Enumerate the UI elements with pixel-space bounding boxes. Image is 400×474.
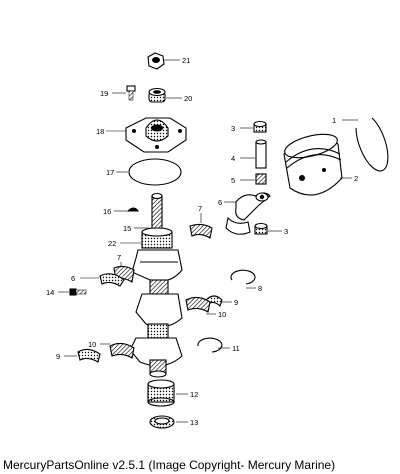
callout-22[interactable]: 22 [108, 239, 116, 248]
crankshaft-part[interactable] [129, 192, 183, 378]
rod-bolt-part[interactable] [69, 288, 87, 296]
callout-12[interactable]: 12 [190, 390, 198, 399]
pin-needle-bearing-part[interactable] [255, 173, 267, 185]
callout-19[interactable]: 19 [100, 89, 108, 98]
crank-nut-part[interactable] [147, 52, 165, 70]
lower-retaining-ring-part[interactable] [197, 337, 223, 353]
callout-5[interactable]: 5 [231, 176, 235, 185]
callout-17[interactable]: 17 [106, 168, 114, 177]
callout-7b[interactable]: 7 [117, 253, 121, 262]
connecting-rod-part[interactable] [225, 192, 271, 235]
rod-cap-part[interactable] [99, 273, 125, 287]
callout-8[interactable]: 8 [258, 284, 262, 293]
callout-2[interactable]: 2 [354, 174, 358, 183]
bearing-race-left-part[interactable] [77, 348, 101, 363]
callout-13[interactable]: 13 [190, 418, 198, 427]
callout-20[interactable]: 20 [184, 94, 192, 103]
lower-seal-part[interactable] [149, 415, 175, 429]
callout-21[interactable]: 21 [182, 56, 190, 65]
callout-7a[interactable]: 7 [198, 204, 202, 213]
rod-needle-bearing-part[interactable] [189, 223, 213, 239]
callout-1[interactable]: 1 [332, 116, 336, 125]
rod-washer-part[interactable] [254, 222, 268, 235]
callout-6a[interactable]: 6 [218, 198, 222, 207]
callout-14[interactable]: 14 [46, 288, 54, 297]
oil-seal-part[interactable] [148, 87, 166, 103]
lower-bearing-part[interactable] [147, 379, 175, 407]
piston-pin-part[interactable] [255, 139, 267, 169]
screw-part[interactable] [126, 85, 136, 101]
callout-6b[interactable]: 6 [71, 274, 75, 283]
callout-16[interactable]: 16 [103, 207, 111, 216]
callout-9a[interactable]: 9 [234, 298, 238, 307]
woodruff-key-part[interactable] [126, 207, 140, 212]
callout-3a[interactable]: 3 [231, 124, 235, 133]
thrust-washer-part[interactable] [253, 120, 267, 133]
callout-4[interactable]: 4 [231, 154, 235, 163]
bearing-housing-part[interactable] [125, 117, 187, 153]
piston-part[interactable] [282, 130, 343, 196]
exploded-parts-diagram: 21 19 20 18 17 16 [46, 52, 389, 429]
callout-9b[interactable]: 9 [56, 352, 60, 361]
callout-10b[interactable]: 10 [88, 340, 96, 349]
needle-bearing-left-part[interactable] [109, 342, 135, 359]
needle-bearing-part[interactable] [185, 296, 211, 313]
main-bearing-part[interactable] [141, 227, 173, 249]
retaining-ring-part[interactable] [230, 269, 256, 285]
callout-11[interactable]: 11 [232, 344, 240, 353]
callout-10a[interactable]: 10 [218, 310, 226, 319]
copyright-footer: MercuryPartsOnline v2.5.1 (Image Copyrig… [3, 458, 336, 472]
callout-15[interactable]: 15 [123, 224, 131, 233]
callout-3b[interactable]: 3 [284, 227, 288, 236]
bearing-race-part[interactable] [205, 295, 223, 308]
callout-18[interactable]: 18 [96, 127, 104, 136]
piston-ring-part[interactable] [355, 117, 389, 172]
o-ring-part[interactable] [128, 158, 182, 186]
